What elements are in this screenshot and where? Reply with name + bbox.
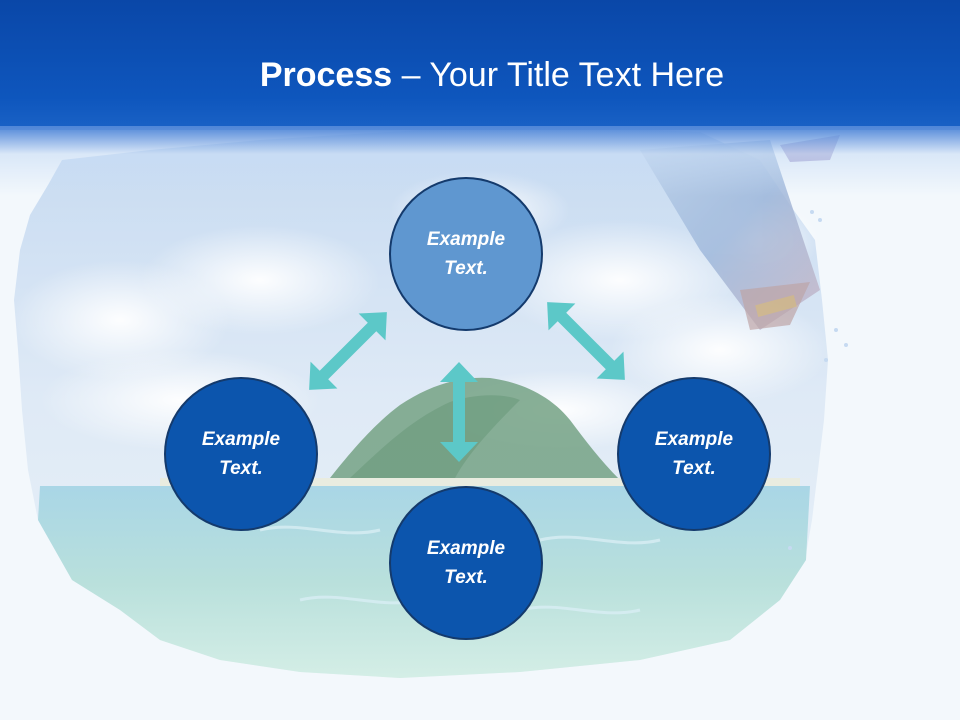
node-left-line1: Example (201, 429, 281, 450)
process-node-left: Example Text. (164, 377, 318, 531)
process-node-bottom: Example Text. (389, 486, 543, 640)
title-rest: – Your Title Text Here (392, 56, 725, 94)
header-bar (0, 0, 960, 130)
node-bottom-line1: Example (426, 538, 506, 559)
process-node-top: Example Text. (389, 177, 543, 331)
node-top-line1: Example (426, 229, 506, 250)
process-node-right: Example Text. (617, 377, 771, 531)
title-bold: Process (259, 56, 393, 94)
double-arrow-icon (547, 302, 625, 380)
node-bottom-line2: Text. (444, 567, 488, 588)
double-arrow-icon (440, 362, 478, 462)
slide-title: Process – Your Title Text Here (0, 52, 960, 98)
double-arrow-icon (309, 312, 387, 390)
node-right-line1: Example (654, 429, 734, 450)
node-right-line2: Text. (672, 458, 716, 479)
node-left-line2: Text. (219, 458, 263, 479)
node-top-line2: Text. (444, 258, 488, 279)
